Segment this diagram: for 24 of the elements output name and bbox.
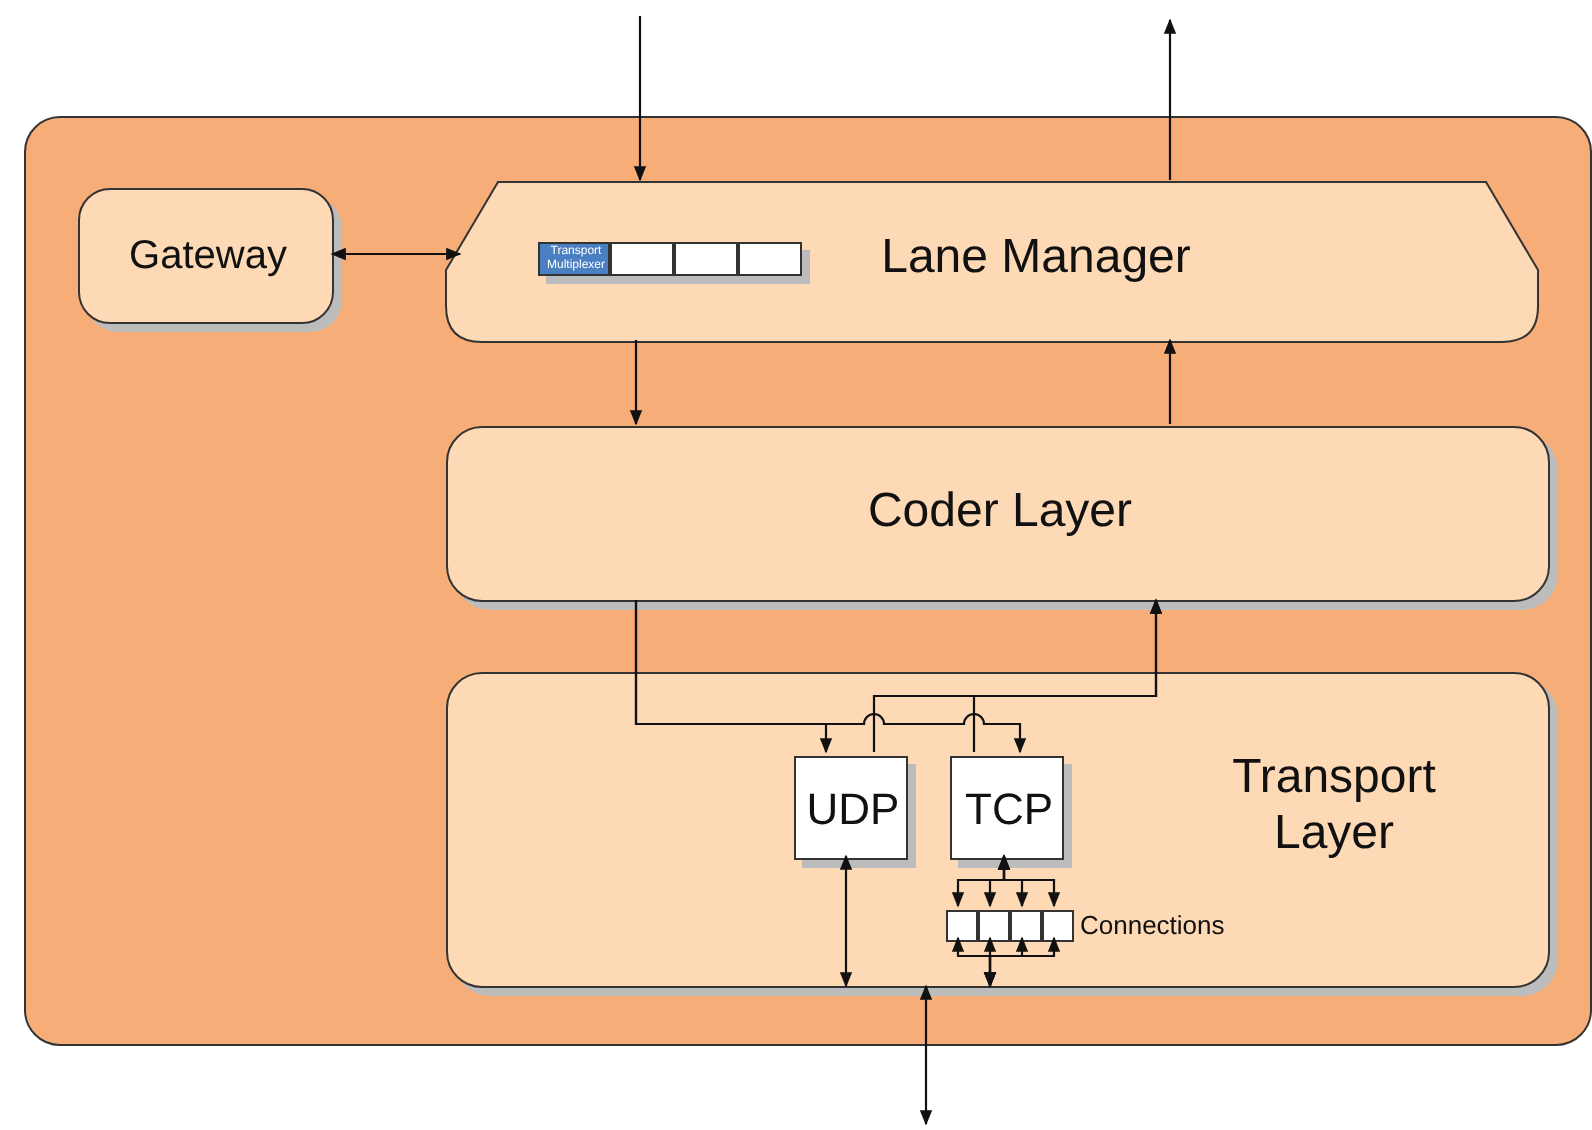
node-label: Lane Manager (879, 230, 1193, 286)
node-label: UDP (804, 784, 902, 835)
node-label: Gateway (127, 234, 289, 280)
arrow (1163, 18, 1177, 180)
note-text: Connections (1080, 910, 1225, 940)
arrow (919, 984, 933, 1126)
arrow (634, 600, 1027, 754)
node-label: Coder Layer (865, 484, 1135, 540)
arrow (629, 340, 643, 426)
node-label: Transport Layer (1230, 750, 1438, 861)
arrow (972, 598, 1163, 752)
arrow (633, 16, 647, 182)
connection-cell (946, 910, 978, 942)
arrow (330, 247, 462, 261)
node-label: TCP (963, 784, 1055, 835)
connection-cell (1042, 910, 1074, 942)
arrow (983, 936, 1061, 988)
container-panel (24, 116, 1592, 1046)
connection-cell (978, 910, 1010, 942)
connection-cell (1010, 910, 1042, 942)
manager-shape (446, 182, 1538, 342)
arrow (1163, 338, 1177, 424)
arrow (997, 854, 1061, 908)
arrow (839, 854, 853, 988)
